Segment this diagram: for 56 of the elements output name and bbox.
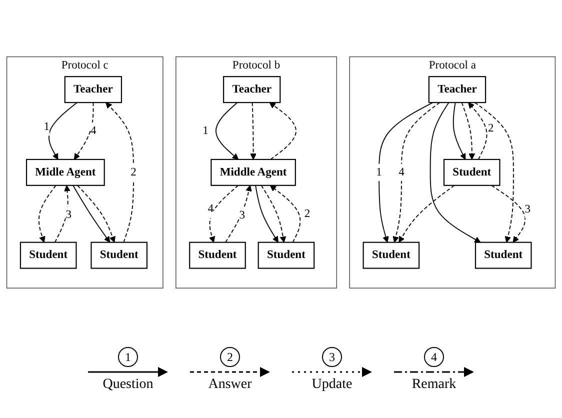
edge-label: 1 (376, 166, 382, 178)
legend-text: Answer (208, 377, 252, 393)
node-box: Student (20, 242, 77, 269)
arrow (209, 185, 239, 243)
arrow (474, 102, 514, 243)
legend-text: Question (102, 377, 154, 393)
legend-text: Update (312, 377, 352, 393)
arrow (398, 185, 455, 243)
edge-label: 4 (208, 202, 214, 216)
callout-number: 2 (220, 347, 240, 367)
arrow (72, 185, 110, 243)
node-box: Student (474, 242, 532, 269)
node-box: Student (189, 242, 246, 269)
edge-label: 2 (130, 166, 136, 178)
edge-label: 1 (44, 120, 50, 133)
arrow (452, 102, 466, 160)
edge-label: 3 (239, 209, 245, 222)
edge-label: 2 (304, 207, 310, 220)
arrow (38, 185, 56, 243)
edge-label: 1 (202, 124, 208, 137)
node-box: Midle Agent (26, 158, 105, 186)
arrow (106, 102, 134, 243)
arrow (74, 102, 94, 160)
node-box: Student (443, 158, 500, 186)
edge-label: 3 (66, 208, 72, 222)
callout-number: 1 (118, 347, 138, 367)
node-box: Teacher (64, 76, 122, 104)
edge-label: 2 (488, 122, 494, 135)
node-box: Student (362, 242, 420, 269)
arrow (378, 102, 434, 243)
callout-number: 3 (322, 347, 342, 367)
legend-text: Remark (412, 377, 456, 393)
arrow (77, 185, 116, 243)
callout-number: 4 (424, 347, 444, 367)
arrow (270, 185, 301, 243)
arrow (260, 185, 286, 243)
arrow (54, 185, 70, 243)
node-box: Student (258, 242, 315, 269)
edge-label: 4 (398, 166, 404, 178)
arrow (269, 102, 296, 160)
arrow (48, 102, 78, 160)
arrow (255, 185, 278, 243)
edge-label: 4 (90, 124, 96, 137)
node-box: Middle Agent (210, 158, 296, 186)
arrow (490, 185, 526, 243)
node-box: Student (90, 242, 148, 269)
arrow (216, 102, 239, 160)
arrow (225, 185, 252, 243)
edge-label: 3 (524, 203, 530, 216)
arrow (461, 102, 476, 160)
arrow (430, 102, 481, 243)
node-box: Teacher (428, 76, 486, 104)
arrow (250, 102, 256, 160)
arrow (392, 102, 440, 243)
node-box: Teacher (223, 76, 281, 104)
arrow (468, 102, 488, 160)
